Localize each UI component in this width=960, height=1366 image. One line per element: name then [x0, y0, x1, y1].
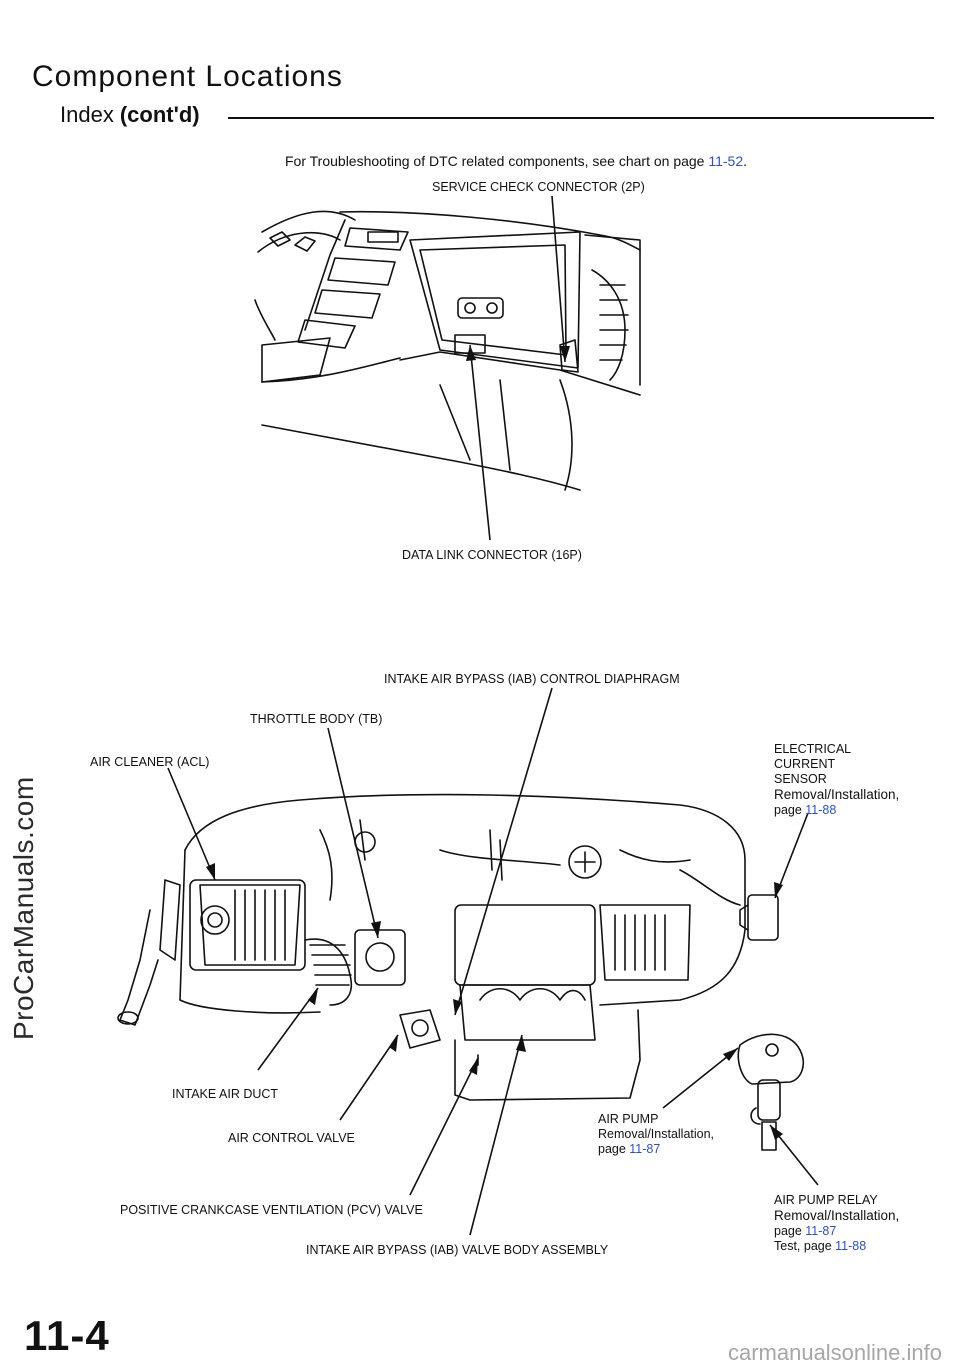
leader-iab-diaphragm [454, 687, 553, 1016]
engine-illustration [117, 793, 779, 1101]
ecs-line3: SENSOR [774, 772, 827, 786]
label-pcv-valve: POSITIVE CRANKCASE VENTILATION (PCV) VAL… [120, 1203, 423, 1217]
relay-name: AIR PUMP RELAY [774, 1193, 878, 1207]
leader-air-cleaner [167, 767, 216, 881]
ecs-line2: CURRENT [774, 757, 836, 771]
subtitle-contd: (cont'd) [119, 102, 200, 127]
leader-arrowheads [206, 345, 783, 1140]
note-text: For Troubleshooting of DTC related compo… [285, 153, 709, 169]
page-number: 11-4 [24, 1312, 110, 1359]
label-air-pump-relay: AIR PUMP RELAY Removal/Installation, pag… [774, 1193, 899, 1254]
note-page-link[interactable]: 11-52 [708, 153, 744, 169]
header-rule [228, 117, 934, 119]
label-air-pump: AIR PUMP Removal/Installation, page 11-8… [598, 1112, 714, 1157]
footer-site: carmanualsonline.info [727, 1340, 942, 1365]
leader-throttle-body [327, 727, 379, 939]
label-throttle-body: THROTTLE BODY (TB) [250, 712, 383, 726]
leader-air-pump [662, 1047, 739, 1109]
label-iab-control-diaphragm: INTAKE AIR BYPASS (IAB) CONTROL DIAPHRAG… [384, 672, 680, 686]
label-intake-air-duct: INTAKE AIR DUCT [172, 1087, 279, 1101]
ecs-line1: ELECTRICAL [774, 742, 852, 756]
leader-intake-air-duct [257, 987, 319, 1071]
ecs-page-link[interactable]: 11-88 [805, 803, 837, 817]
relay-page-prefix: page [774, 1224, 806, 1238]
air-pump-page-prefix: page [598, 1142, 630, 1156]
page-title: Component Locations [32, 60, 343, 93]
leader-air-control-valve [339, 1034, 399, 1121]
leader-service-check [551, 195, 566, 363]
ecs-action: Removal/Installation, [774, 787, 900, 802]
leader-pcv-valve [409, 1057, 479, 1196]
air-pump-illustration [737, 1033, 805, 1151]
subtitle-text: Index [60, 102, 114, 127]
troubleshooting-note: For Troubleshooting of DTC related compo… [285, 153, 747, 169]
leader-iab-valve-body [469, 1034, 523, 1236]
note-suffix: . [743, 153, 748, 169]
relay-test-page-link[interactable]: 11-88 [835, 1239, 867, 1253]
air-pump-name: AIR PUMP [598, 1112, 659, 1126]
section-subtitle: Index(cont'd) [60, 102, 200, 128]
label-electrical-current-sensor: ELECTRICAL CURRENT SENSOR Removal/Instal… [774, 742, 899, 818]
watermark-text: ProCarManuals.com [8, 776, 39, 1040]
label-air-control-valve: AIR CONTROL VALVE [228, 1131, 355, 1145]
label-data-link-connector: DATA LINK CONNECTOR (16P) [402, 548, 582, 562]
relay-test-prefix: Test, page [774, 1239, 836, 1253]
leader-data-link [469, 344, 491, 541]
air-pump-action: Removal/Installation, [598, 1127, 715, 1141]
ecs-page-prefix: page [774, 803, 806, 817]
label-air-cleaner: AIR CLEANER (ACL) [90, 755, 210, 769]
label-iab-valve-body-assembly: INTAKE AIR BYPASS (IAB) VALVE BODY ASSEM… [306, 1243, 609, 1257]
dashboard-illustration [254, 210, 641, 491]
label-service-check-connector: SERVICE CHECK CONNECTOR (2P) [432, 180, 645, 194]
relay-action: Removal/Installation, [774, 1208, 900, 1223]
relay-page-link[interactable]: 11-87 [805, 1224, 837, 1238]
leader-electrical-current-sensor [774, 812, 809, 899]
air-pump-page-link[interactable]: 11-87 [629, 1142, 661, 1156]
